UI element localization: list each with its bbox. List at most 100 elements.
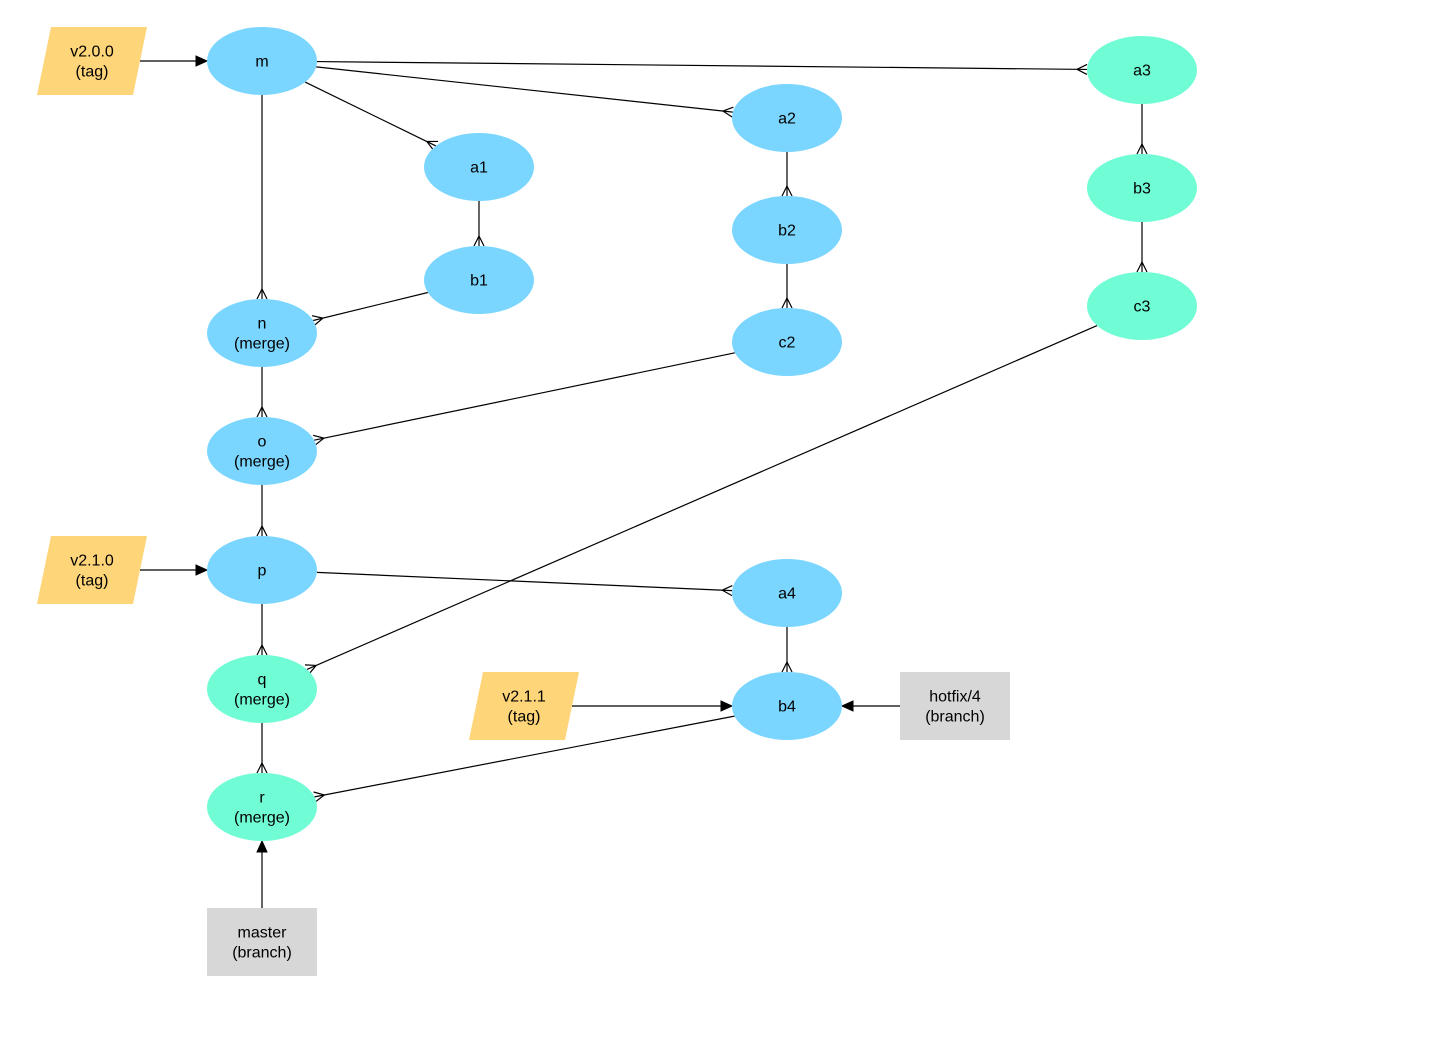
branch-node-hotfix4[interactable]: hotfix/4(branch): [900, 672, 1010, 740]
commit-node-b2[interactable]: b2: [732, 196, 842, 264]
crows-foot: [256, 288, 268, 300]
commit-node-a1[interactable]: a1: [424, 133, 534, 201]
edge-c3-to-q: [304, 325, 1098, 675]
node-label: a1: [470, 160, 488, 177]
commit-node-n[interactable]: n(merge): [207, 299, 317, 367]
node-label: b1: [470, 273, 488, 290]
node-label: b2: [778, 223, 796, 240]
node-label: a4: [778, 586, 796, 603]
commit-node-b4[interactable]: b4: [732, 672, 842, 740]
commit-shape: [732, 308, 842, 376]
tag-shape: [469, 672, 579, 740]
commit-node-a4[interactable]: a4: [732, 559, 842, 627]
crows-foot: [781, 297, 793, 309]
commit-node-m[interactable]: m: [207, 27, 317, 95]
arrowhead: [256, 839, 268, 853]
node-label: c3: [1134, 299, 1151, 316]
node-label: a2: [778, 111, 796, 128]
edge-v200-to-m: [140, 55, 209, 67]
commit-shape: [732, 559, 842, 627]
commit-node-c3[interactable]: c3: [1087, 272, 1197, 340]
commit-node-b3[interactable]: b3: [1087, 154, 1197, 222]
commit-node-p[interactable]: p: [207, 536, 317, 604]
crows-foot: [1136, 143, 1148, 155]
node-label: hotfix/4: [929, 689, 981, 706]
node-sublabel: (merge): [234, 810, 290, 827]
commit-shape: [424, 246, 534, 314]
crows-foot: [256, 644, 268, 656]
edge-master-to-r: [256, 839, 268, 908]
crows-foot: [304, 664, 317, 675]
commit-shape: [732, 672, 842, 740]
commit-shape: [207, 299, 317, 367]
crows-foot: [256, 525, 268, 537]
crows-foot: [781, 661, 793, 673]
edge-m-to-a3: [316, 60, 1088, 75]
node-label: b4: [778, 699, 796, 716]
tag-shape: [37, 27, 147, 95]
commit-shape: [207, 417, 317, 485]
commit-node-q[interactable]: q (merge): [207, 655, 317, 723]
crows-foot: [1136, 261, 1148, 273]
commit-shape: [207, 655, 317, 723]
commit-shape: [1087, 154, 1197, 222]
edge-p-to-a4: [316, 571, 733, 597]
branch-shape: [207, 908, 317, 976]
edge-n-to-o: [256, 367, 268, 418]
node-sublabel: (tag): [76, 64, 109, 81]
commit-shape: [1087, 36, 1197, 104]
commit-node-r[interactable]: r (merge): [207, 773, 317, 841]
crows-foot: [781, 185, 793, 197]
node-label: m: [255, 54, 268, 71]
node-label: o: [258, 434, 267, 451]
tag-node-v200[interactable]: v2.0.0 (tag): [37, 27, 147, 95]
commit-node-o[interactable]: o(merge): [207, 417, 317, 485]
node-label: r: [259, 790, 265, 807]
edge-q-to-r: [256, 723, 268, 774]
crows-foot: [721, 585, 733, 597]
node-label: c2: [779, 335, 796, 352]
edge-p-to-q: [256, 604, 268, 656]
commit-shape: [207, 536, 317, 604]
edges-layer: [140, 55, 1148, 908]
node-label: master: [238, 925, 288, 942]
node-label: v2.0.0: [70, 44, 114, 61]
commit-node-b1[interactable]: b1: [424, 246, 534, 314]
commit-node-a2[interactable]: a2: [732, 84, 842, 152]
node-sublabel: (branch): [232, 945, 292, 962]
edge-a2-to-b2: [781, 152, 793, 197]
node-label: v2.1.1: [502, 689, 546, 706]
crows-foot: [722, 106, 734, 118]
node-sublabel: (merge): [234, 336, 290, 353]
commit-node-a3[interactable]: a3: [1087, 36, 1197, 104]
node-label: q: [258, 672, 267, 689]
edge-b3-to-c3: [1136, 222, 1148, 273]
crows-foot: [313, 791, 325, 803]
crows-foot: [311, 315, 324, 326]
crows-foot: [473, 235, 485, 247]
commit-shape: [207, 773, 317, 841]
tag-node-v211[interactable]: v2.1.1 (tag): [469, 672, 579, 740]
edge-b4-to-r: [313, 715, 735, 803]
edge-v210-to-p: [140, 564, 209, 576]
commit-shape: [424, 133, 534, 201]
edge-a4-to-b4: [781, 627, 793, 673]
node-label: a3: [1133, 63, 1151, 80]
commit-shape: [732, 84, 842, 152]
node-sublabel: (merge): [234, 692, 290, 709]
edge-b1-to-n: [311, 291, 428, 326]
edge-o-to-p: [256, 485, 268, 537]
crows-foot: [256, 406, 268, 418]
tag-node-v210[interactable]: v2.1.0(tag): [37, 536, 147, 604]
edge-a3-to-b3: [1136, 104, 1148, 155]
commit-shape: [732, 196, 842, 264]
node-sublabel: (tag): [508, 709, 541, 726]
branch-node-master[interactable]: master (branch): [207, 908, 317, 976]
nodes-layer: v2.0.0(tag)ma1b1a2b2c2a3b3c3n(merge)o(me…: [37, 27, 1197, 976]
commit-shape: [207, 27, 317, 95]
commit-node-c2[interactable]: c2: [732, 308, 842, 376]
node-label: v2.1.0: [70, 553, 114, 570]
edge-hotfix4-to-b4: [840, 700, 900, 712]
node-label: p: [258, 563, 267, 580]
